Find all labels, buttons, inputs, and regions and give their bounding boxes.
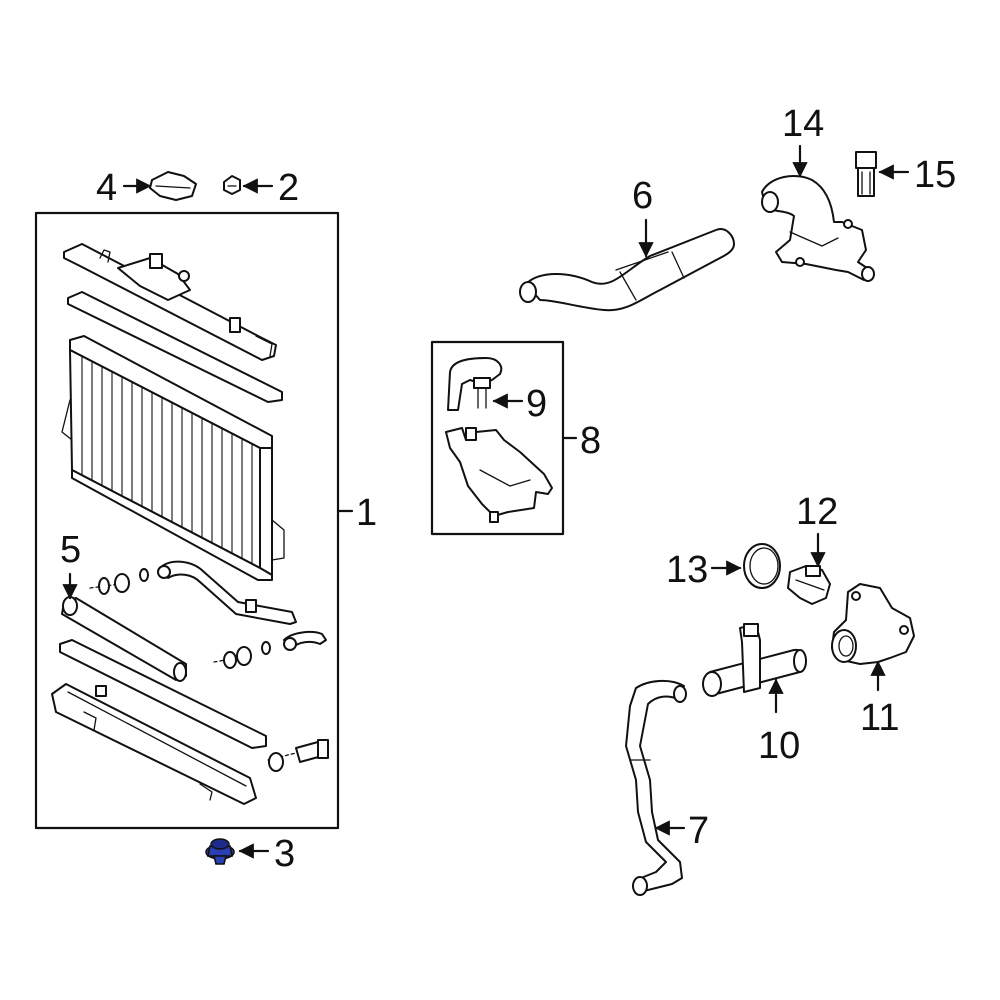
water-inlet-housing[interactable] (831, 583, 915, 665)
coolant-temperature-sensor[interactable] (855, 151, 877, 197)
callout-11-label: 11 (860, 697, 899, 739)
lower-radiator-hose[interactable] (625, 680, 687, 896)
callout-5-label: 5 (60, 529, 81, 571)
callout-15-label: 15 (914, 154, 956, 196)
coolant-reservoir-tank[interactable] (445, 427, 553, 523)
thermostat-gasket[interactable] (743, 543, 781, 589)
callout-6-label: 6 (632, 175, 653, 217)
callout-9-label: 9 (526, 383, 547, 425)
radiator-upper-tank[interactable] (63, 243, 277, 361)
callout-4-label: 4 (96, 167, 117, 209)
water-bypass-pipe[interactable] (702, 623, 807, 697)
callout-13-label: 13 (666, 549, 708, 591)
callout-1-label: 1 (356, 492, 377, 534)
thermostat[interactable] (787, 565, 831, 605)
radiator-assembly-box (34, 211, 340, 830)
drain-cock[interactable] (267, 739, 329, 772)
seal-set-upper[interactable] (89, 568, 149, 595)
upper-radiator-hose[interactable] (519, 228, 735, 312)
radiator-lower-tank[interactable] (51, 683, 257, 805)
callout-14-label: 14 (782, 103, 824, 145)
callout-3-label: 3 (274, 833, 295, 875)
callout-12-label: 12 (796, 491, 838, 533)
callout-8-label: 8 (580, 420, 601, 462)
reservoir-cap[interactable] (447, 357, 503, 411)
callout-7-label: 7 (688, 810, 709, 852)
oil-cooler-line[interactable] (157, 560, 297, 625)
callout-2-label: 2 (278, 167, 299, 209)
radiator-lower-tube[interactable] (61, 596, 187, 682)
radiator-upper-gasket[interactable] (67, 291, 283, 403)
mounting-bolt[interactable] (223, 175, 241, 195)
radiator-core[interactable] (61, 335, 285, 581)
radiator-support-cushion[interactable] (205, 838, 235, 865)
seal-set-lower[interactable] (213, 631, 327, 669)
radiator-lower-gasket[interactable] (59, 639, 267, 749)
callout-10-label: 10 (758, 725, 800, 767)
radiator-cap[interactable] (149, 171, 197, 201)
